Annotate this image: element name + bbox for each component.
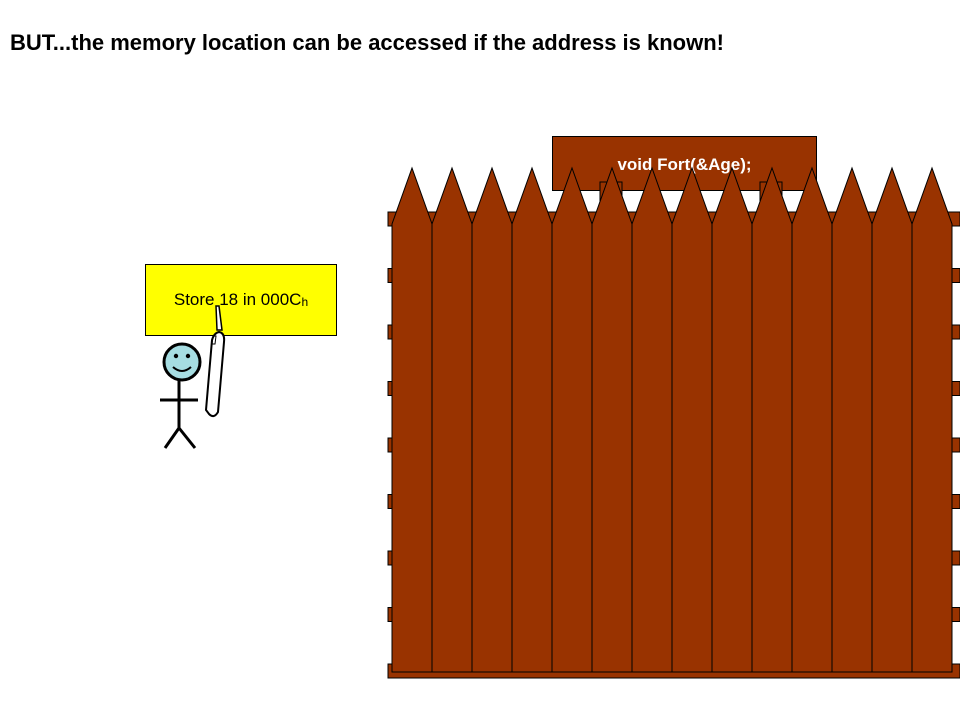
smile xyxy=(172,366,192,372)
fence-picket xyxy=(791,166,833,673)
fence-picket xyxy=(911,166,953,673)
fence-picket xyxy=(631,166,673,673)
left-eye xyxy=(173,353,179,359)
store-note-text: Store 18 in 000C xyxy=(173,290,302,309)
right-leg xyxy=(177,427,197,449)
fence-picket xyxy=(591,166,633,673)
fence-picket xyxy=(671,166,713,673)
slide-title: BUT...the memory location can be accesse… xyxy=(10,30,724,55)
fort-sign-label: void Fort(&Age); xyxy=(617,155,752,174)
right-eye xyxy=(185,353,191,359)
fence-picket xyxy=(751,166,793,673)
fence-picket xyxy=(831,166,873,673)
left-leg xyxy=(163,427,181,449)
fence-picket xyxy=(391,166,433,673)
face-icon xyxy=(162,342,202,382)
fort-sign-text: void Fort(&Age); xyxy=(552,155,817,175)
fence-picket xyxy=(711,166,753,673)
fence-picket xyxy=(471,166,513,673)
fence-picket xyxy=(431,166,473,673)
stick-figure-icon xyxy=(160,342,202,449)
fence-pickets xyxy=(391,166,953,673)
fence-picket xyxy=(551,166,593,673)
fence-picket xyxy=(511,166,553,673)
fence-picket xyxy=(871,166,913,673)
store-note-subscript: h xyxy=(301,295,309,309)
